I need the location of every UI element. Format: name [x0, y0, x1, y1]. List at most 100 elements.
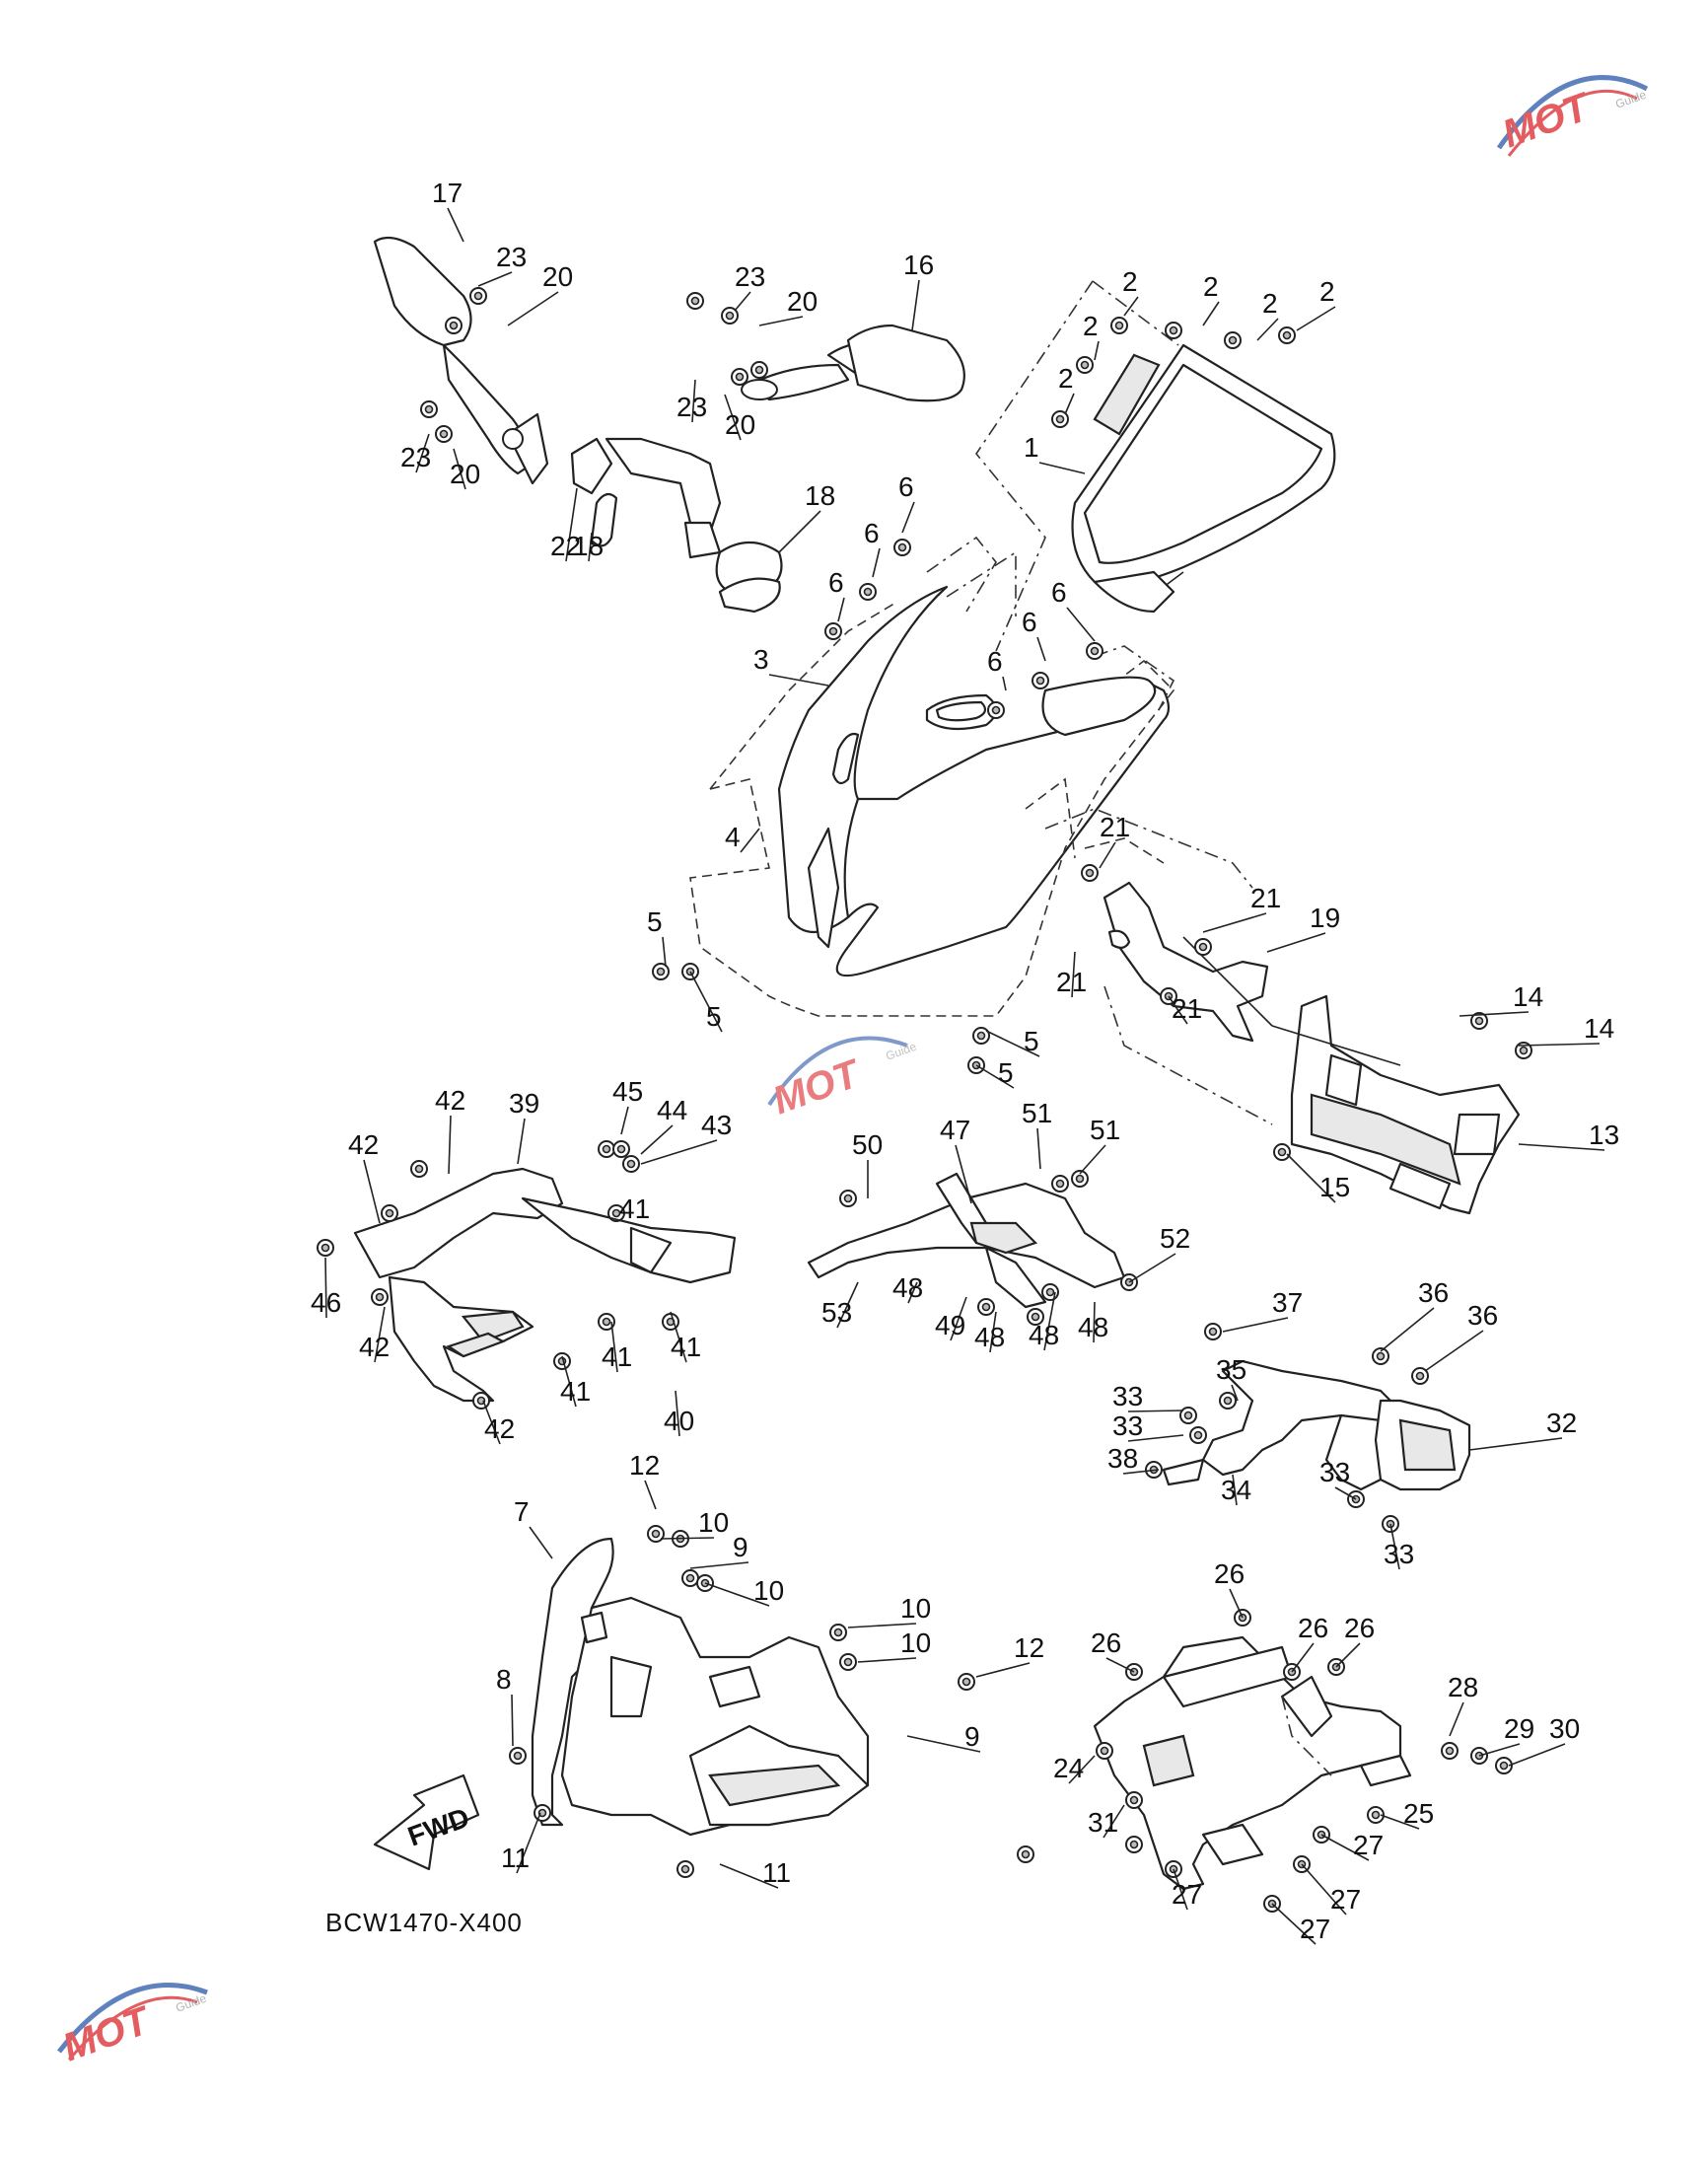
- callout-number: 40: [664, 1406, 694, 1436]
- leader-line: [778, 510, 821, 553]
- grommet-18-left: [590, 492, 618, 547]
- hardware-fastener-center: [473, 291, 483, 301]
- leader-line: [670, 1311, 687, 1363]
- hardware-fastener-center: [1080, 360, 1090, 370]
- hardware-fastener-center: [602, 1317, 611, 1327]
- hardware-fastener-center: [1169, 326, 1178, 335]
- callout-number: 47: [940, 1115, 970, 1145]
- hardware-fastener-center: [1371, 1810, 1381, 1820]
- hardware-fastener-center: [833, 1628, 843, 1637]
- callout-number: 10: [753, 1575, 784, 1606]
- leader-line: [660, 1537, 715, 1540]
- hardware-fastener-center: [1114, 321, 1124, 330]
- leader-line: [1094, 340, 1100, 361]
- callout-number: 21: [1056, 967, 1087, 997]
- diagram-code: BCW1470-X400: [325, 1908, 523, 1937]
- callout-number: 27: [1353, 1830, 1384, 1860]
- cowling-stay: [1103, 881, 1269, 1043]
- callout-number: 6: [1022, 607, 1037, 637]
- leader-line: [1127, 1410, 1184, 1412]
- callout-number: 7: [514, 1496, 530, 1527]
- callout-number: 6: [1051, 577, 1067, 608]
- leader-line: [415, 433, 430, 473]
- callout-number: 37: [1272, 1287, 1303, 1318]
- hardware-fastener-center: [656, 967, 666, 976]
- callout-number: 12: [1014, 1632, 1044, 1663]
- callout-number: 17: [432, 178, 463, 208]
- leader-line: [1518, 1043, 1601, 1047]
- callout-number: 21: [1100, 812, 1130, 842]
- leader-line: [477, 271, 513, 287]
- callout-number: 33: [1319, 1457, 1350, 1487]
- callout-number: 22: [550, 531, 581, 561]
- hardware-fastener-center: [1282, 330, 1292, 340]
- leader-line: [1380, 1307, 1435, 1352]
- callout-number: 41: [619, 1194, 650, 1224]
- hardware-fastener-center: [843, 1194, 853, 1203]
- callout-number: 42: [435, 1085, 465, 1116]
- callout-number: 14: [1513, 981, 1543, 1012]
- hardware-fastener-center: [685, 1573, 695, 1583]
- callout-number: 23: [496, 242, 527, 272]
- callout-number: 43: [701, 1110, 732, 1140]
- leader-line: [1071, 951, 1076, 998]
- leader-line: [689, 1561, 749, 1569]
- leader-line: [640, 1139, 718, 1165]
- callout-number: 24: [1053, 1753, 1084, 1783]
- leader-line: [1320, 1834, 1370, 1861]
- leader-line: [511, 1694, 514, 1747]
- callout-number: 6: [987, 646, 1003, 677]
- leader-lines: [324, 207, 1605, 1945]
- callout-number: 2: [1262, 288, 1278, 319]
- callout-number: 12: [629, 1450, 660, 1481]
- hardware-fastener-center: [320, 1243, 330, 1253]
- leader-line: [1036, 1127, 1041, 1170]
- leader-line: [1271, 1903, 1317, 1945]
- leader-line: [561, 1355, 577, 1408]
- side-panel-39: [353, 1167, 737, 1403]
- leader-line: [857, 1657, 917, 1663]
- leader-line: [985, 1030, 1040, 1057]
- leader-line: [588, 532, 593, 562]
- hardware-fastener-center: [961, 1677, 971, 1687]
- callout-number: 48: [892, 1272, 923, 1303]
- callout-number: 50: [852, 1129, 883, 1160]
- stay-32: [1162, 1359, 1471, 1491]
- leader-line: [1099, 841, 1116, 869]
- callout-number: 6: [898, 471, 914, 502]
- leader-line: [1334, 1486, 1357, 1500]
- leader-line: [1103, 1804, 1125, 1839]
- callout-number: 39: [509, 1088, 539, 1119]
- callout-number: 51: [1090, 1115, 1120, 1145]
- leader-line: [610, 1321, 618, 1373]
- hardware-fastener-center: [602, 1144, 611, 1154]
- hardware-fastener-center: [513, 1751, 523, 1761]
- hardware-fastener-center: [863, 587, 873, 597]
- hardware-fastener-center: [1035, 676, 1045, 686]
- hardware-fastener-center: [1499, 1761, 1509, 1771]
- callout-number: 26: [1091, 1628, 1121, 1658]
- leader-line: [1173, 1868, 1188, 1911]
- callout-number: 26: [1214, 1558, 1245, 1589]
- leader-line: [975, 1064, 1015, 1089]
- leader-line: [374, 1306, 386, 1363]
- leader-line: [975, 1662, 1031, 1678]
- callout-number: 41: [560, 1376, 591, 1407]
- mirror-right: [741, 324, 965, 402]
- hardware-fastener-center: [1474, 1016, 1484, 1026]
- callout-number: 51: [1022, 1098, 1052, 1128]
- leader-line: [1066, 607, 1096, 642]
- hardware-fastener-center: [897, 542, 907, 552]
- leader-line: [1064, 393, 1075, 415]
- leader-line: [1478, 1743, 1521, 1757]
- leader-line: [1127, 1434, 1184, 1442]
- hardware-fastener-center: [680, 1864, 690, 1874]
- leader-line: [907, 1281, 918, 1304]
- callout-number: 5: [706, 1001, 722, 1032]
- leader-line: [1093, 1301, 1096, 1343]
- grommet-18-right: [718, 577, 781, 614]
- callout-number: 1: [1024, 432, 1039, 463]
- front-cowling: [777, 585, 1171, 977]
- callout-number: 44: [657, 1095, 687, 1125]
